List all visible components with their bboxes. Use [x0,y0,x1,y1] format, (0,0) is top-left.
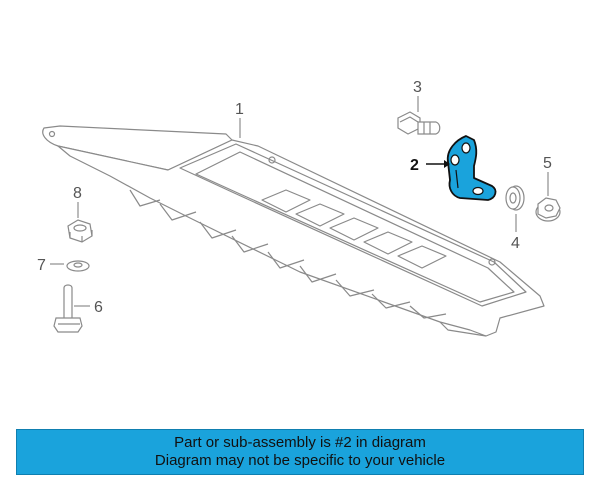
skid-plate [42,125,545,337]
callout-5: 5 [543,155,552,172]
leader-arrow-2 [426,160,450,168]
bracket-highlighted [446,135,497,201]
callout-2: 2 [410,157,419,174]
bolt-part-6 [53,284,83,333]
washer-part-7 [66,260,90,272]
callout-1: 1 [235,101,244,118]
washer-part-4 [505,185,525,211]
flange-nut-part-5 [535,197,561,222]
callout-3: 3 [413,79,422,96]
info-banner: Part or sub-assembly is #2 in diagram Di… [16,429,584,475]
banner-line-1: Part or sub-assembly is #2 in diagram [174,434,426,451]
callout-4: 4 [511,235,520,252]
leader-lines [50,96,549,307]
banner-line-2: Diagram may not be specific to your vehi… [154,452,446,469]
nut-part-8 [67,219,93,243]
bolt-part-3 [397,111,441,135]
callout-6: 6 [94,299,103,316]
callout-7: 7 [37,257,46,274]
callout-8: 8 [73,185,82,202]
